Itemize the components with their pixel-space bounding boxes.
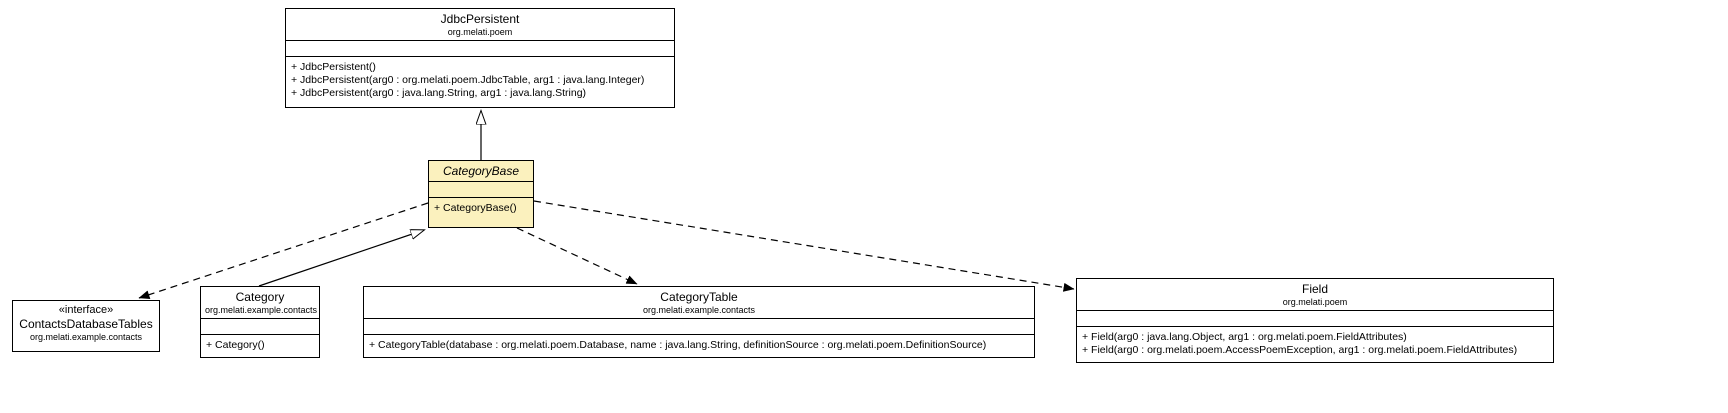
edge-dependency-categorybase-contactsdatabasetables [138,202,429,299]
method: + JdbcPersistent(arg0 : java.lang.String… [291,87,587,99]
interface-stereotype: «interface» [58,304,114,316]
edge-dependency-categorybase-field [533,200,1075,292]
class-title-compartment: Category org.melati.example.contacts [201,287,319,319]
edge-dependency-categorybase-categorytable [516,227,638,285]
method: + Field(arg0 : org.melati.poem.AccessPoe… [1082,344,1518,356]
methods-compartment: + CategoryBase() [429,198,533,219]
class-name: CategoryTable [660,290,738,304]
method: + CategoryBase() [434,202,517,214]
interface-contactsdatabasetables[interactable]: «interface» ContactsDatabaseTables org.m… [12,300,160,352]
class-package: org.melati.example.contacts [205,305,318,315]
class-name: JdbcPersistent [440,12,520,26]
fields-compartment [429,182,533,198]
class-package: org.melati.example.contacts [29,332,143,342]
class-title-compartment: CategoryBase [429,161,533,182]
fields-compartment [201,319,319,335]
class-name: CategoryBase [442,164,520,178]
class-field[interactable]: Field org.melati.poem + Field(arg0 : jav… [1076,278,1554,363]
class-category[interactable]: Category org.melati.example.contacts + C… [200,286,320,358]
class-title-compartment: Field org.melati.poem [1077,279,1553,311]
class-jdbcpersistent[interactable]: JdbcPersistent org.melati.poem + JdbcPer… [285,8,675,108]
methods-compartment: + JdbcPersistent() + JdbcPersistent(arg0… [286,57,674,104]
method: + Category() [206,339,265,351]
fields-compartment [1077,311,1553,327]
class-package: org.melati.example.contacts [642,305,756,315]
method: + Field(arg0 : java.lang.Object, arg1 : … [1082,331,1407,343]
class-name: ContactsDatabaseTables [19,317,153,331]
class-title-compartment: CategoryTable org.melati.example.contact… [364,287,1034,319]
methods-compartment: + CategoryTable(database : org.melati.po… [364,335,1034,356]
class-package: org.melati.poem [447,27,513,37]
class-title-compartment: JdbcPersistent org.melati.poem [286,9,674,41]
fields-compartment [286,41,674,57]
class-categorytable[interactable]: CategoryTable org.melati.example.contact… [363,286,1035,358]
class-package: org.melati.poem [1282,297,1348,307]
edge-generalization-category-categorybase [258,230,424,287]
method: + JdbcPersistent(arg0 : org.melati.poem.… [291,74,645,86]
method: + CategoryTable(database : org.melati.po… [369,339,987,351]
methods-compartment: + Category() [201,335,319,356]
fields-compartment [364,319,1034,335]
method: + JdbcPersistent() [291,61,376,73]
class-name: Field [1301,282,1328,296]
methods-compartment: + Field(arg0 : java.lang.Object, arg1 : … [1077,327,1553,361]
class-categorybase[interactable]: CategoryBase + CategoryBase() [428,160,534,228]
class-name: Category [235,290,285,304]
